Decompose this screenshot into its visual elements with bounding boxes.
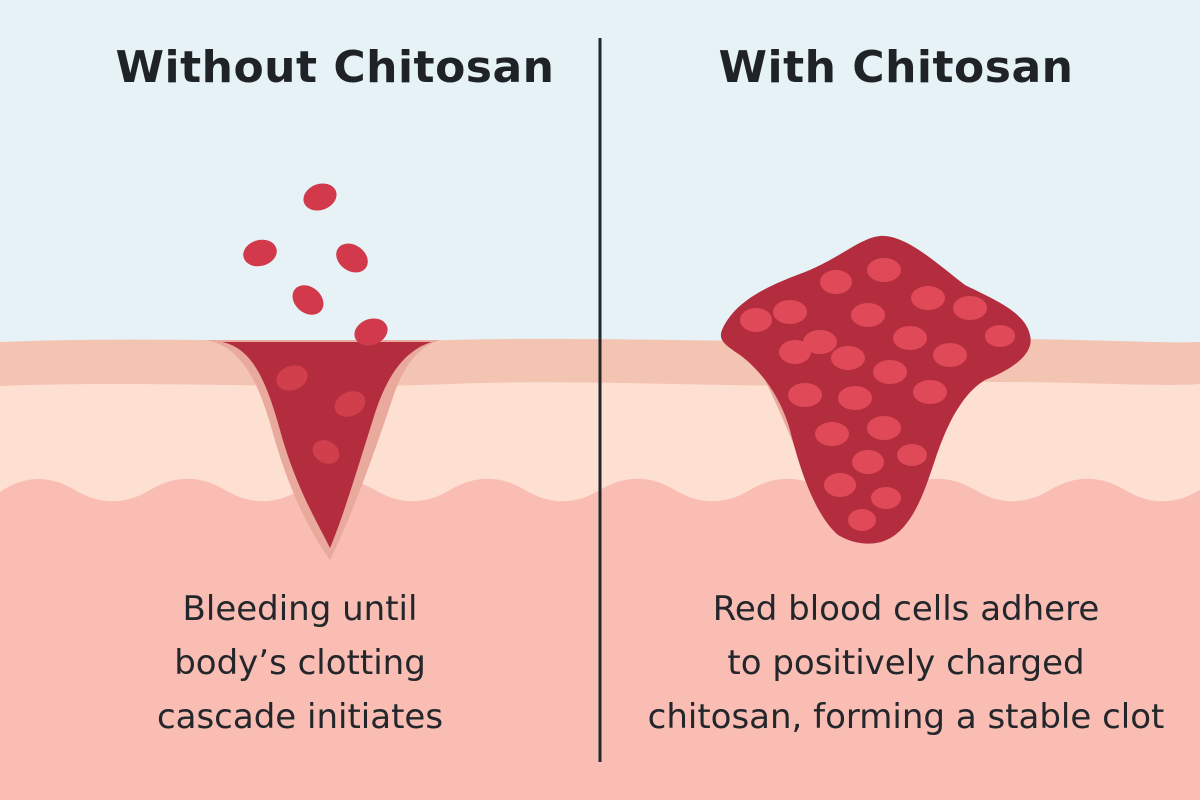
clot-blood-cell <box>851 303 885 327</box>
left-wound-cells <box>276 365 366 464</box>
floating-blood-cell <box>354 318 388 346</box>
clot-blood-cell <box>779 340 811 364</box>
caption-line: Bleeding until <box>182 589 418 629</box>
clot-blood-cell <box>873 360 907 384</box>
caption-line: cascade initiates <box>156 697 444 737</box>
floating-blood-cell <box>243 239 277 267</box>
caption-line: body’s clotting <box>174 643 426 683</box>
clot-blood-cell <box>871 487 901 509</box>
right-panel-title: With Chitosan <box>718 42 1074 93</box>
clot-blood-cell <box>933 343 967 367</box>
clot-blood-cell <box>815 422 849 446</box>
floating-blood-cell <box>336 243 368 273</box>
clot-blood-cell <box>852 450 884 474</box>
clot-blood-cell <box>838 386 872 410</box>
clot-blood-cell <box>803 330 837 354</box>
clot-blood-cell <box>913 380 947 404</box>
wound-blood-cell <box>276 365 308 391</box>
left-panel-caption: Bleeding until body’s clotting cascade i… <box>0 582 600 744</box>
caption-line: Red blood cells adhere <box>712 589 1100 629</box>
wound-blood-cell <box>312 440 340 464</box>
clot-cells <box>740 258 1015 531</box>
caption-line: chitosan, forming a stable clot <box>647 697 1165 737</box>
clot-blood-cell <box>985 325 1015 347</box>
clot-blood-cell <box>893 326 927 350</box>
clot-blood-cell <box>831 346 865 370</box>
clot-blood-cell <box>788 383 822 407</box>
wound-blood-cell <box>334 391 366 417</box>
clot-blood-cell <box>820 270 852 294</box>
clot-blood-cell <box>740 308 772 332</box>
left-floating-cells <box>243 183 388 346</box>
clot-blood-cell <box>897 444 927 466</box>
clot-blood-cell <box>911 286 945 310</box>
clot-blood-cell <box>953 296 987 320</box>
clot-blood-cell <box>867 258 901 282</box>
clot-blood-cell <box>773 300 807 324</box>
floating-blood-cell <box>303 183 337 211</box>
clot-blood-cell <box>848 509 876 531</box>
floating-blood-cell <box>292 285 324 315</box>
clot-blood-cell <box>867 416 901 440</box>
left-panel-title: Without Chitosan <box>115 42 555 93</box>
caption-line: to positively charged <box>727 643 1085 683</box>
right-panel-caption: Red blood cells adhere to positively cha… <box>606 582 1200 744</box>
clot-blood-cell <box>824 473 856 497</box>
